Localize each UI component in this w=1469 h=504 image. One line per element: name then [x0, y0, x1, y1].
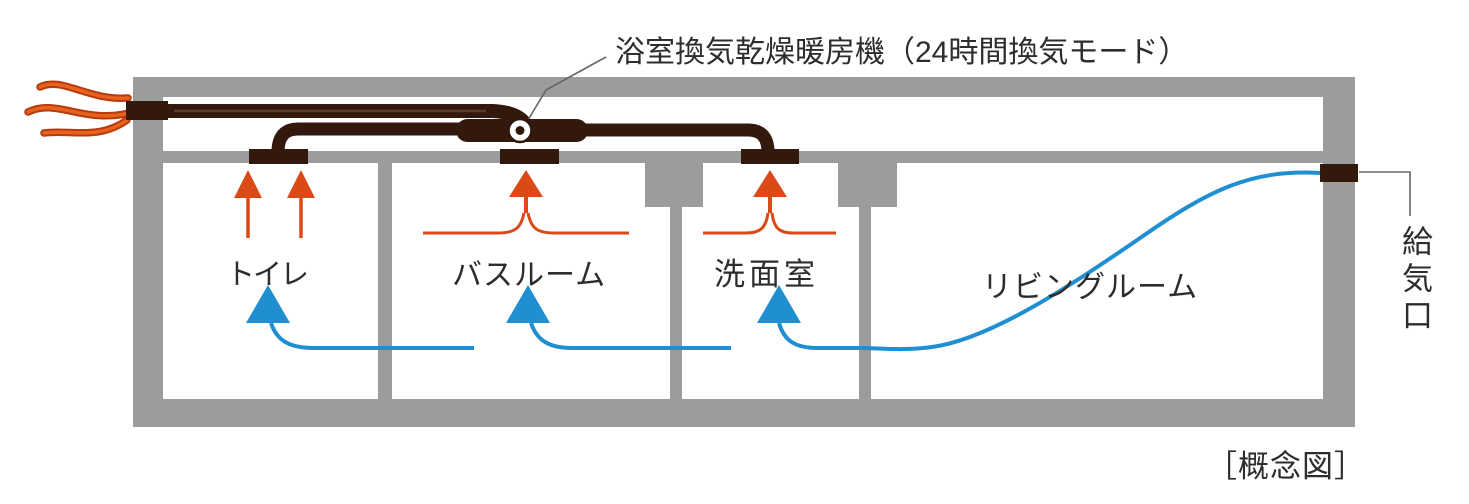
- ceiling-vent-bathroom: [500, 149, 559, 164]
- room-label-bathroom: バスルーム: [452, 259, 607, 292]
- room-label-toilet: トイレ: [226, 259, 309, 291]
- duct-branch-washroom: [575, 123, 775, 153]
- outer-wall-top: [133, 77, 1355, 97]
- wall-washroom-living: [859, 207, 871, 399]
- outer-wall-right: [1323, 77, 1355, 427]
- duct-system: [126, 101, 1358, 182]
- floor: [133, 399, 1355, 427]
- unit-fan-hub: [515, 126, 525, 135]
- title-leader-line: [527, 56, 607, 121]
- ceiling-vent-toilet: [249, 149, 308, 164]
- exhaust-arrow-washroom: [753, 170, 787, 197]
- hanging-wall-washroom-living: [838, 163, 897, 207]
- airflow-arrow-washroom: [757, 285, 801, 323]
- outer-wall-left: [133, 77, 163, 427]
- supply-airflow: [246, 170, 1321, 352]
- exhaust-flame-icon: [24, 80, 133, 137]
- airflow-arrow-toilet: [246, 285, 290, 323]
- air-intake-label: 給気口: [1397, 225, 1432, 336]
- airflow-arrow-bathroom: [506, 285, 550, 323]
- house-structure: [133, 77, 1355, 427]
- airflow-path-living-room: [777, 170, 1321, 352]
- duct-branch-toilet: [271, 122, 470, 153]
- exhaust-arrow-toilet-1: [234, 170, 262, 198]
- wall-toilet-bathroom: [378, 163, 392, 399]
- ventilation-unit: [456, 117, 588, 144]
- ceiling-vent-washroom: [741, 149, 799, 164]
- exhaust-outlet-vent: [126, 101, 168, 120]
- diagram-title: 浴室換気乾燥暖房機（24時間換気モード）: [615, 36, 1189, 69]
- room-label-washroom: 洗面室: [714, 257, 819, 292]
- wall-bathroom-washroom: [670, 207, 682, 399]
- exhaust-arrow-toilet-2: [287, 170, 315, 198]
- hanging-wall-bathroom-washroom: [645, 163, 703, 207]
- caption-label: ［概念図］: [1206, 449, 1366, 484]
- exhaust-arrow-bathroom: [509, 170, 543, 197]
- intake-leader-line: [1359, 171, 1411, 216]
- exhaust-arrows: [234, 170, 836, 238]
- room-label-living: リビングルーム: [982, 271, 1199, 304]
- air-intake-vent: [1320, 164, 1358, 182]
